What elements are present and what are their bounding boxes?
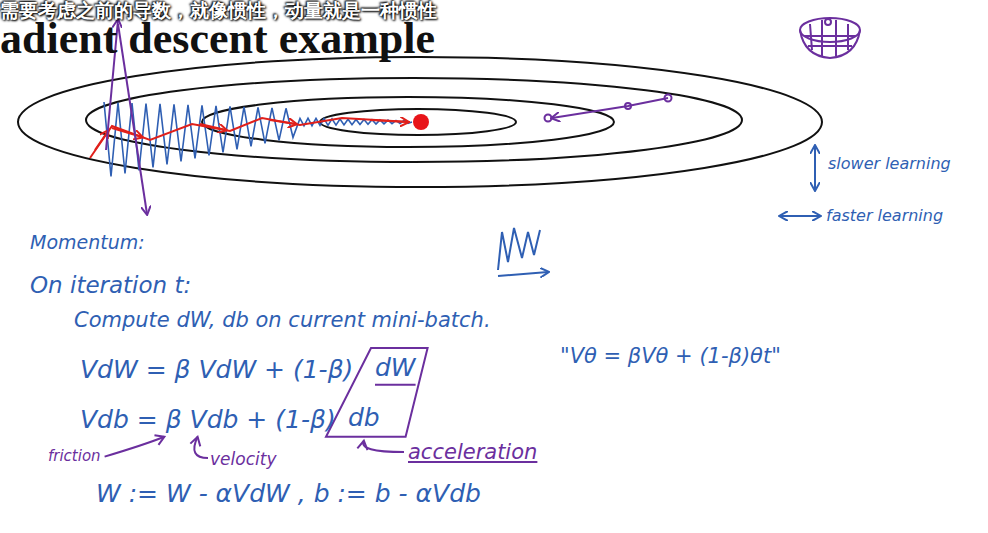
annotation-text: velocity (210, 450, 276, 470)
gradient-underline (375, 384, 416, 386)
oscillation-sketch (498, 228, 548, 276)
step-text: Compute dW, db on current mini-batch. (74, 308, 491, 332)
gradient-term: dW (375, 354, 416, 383)
friction-arrowhead (154, 435, 164, 444)
slide-title: adient descent example (0, 14, 435, 65)
velocity-leader (194, 437, 208, 458)
gradient-term: db (348, 404, 380, 433)
formula-text: Vdb = β Vdb + (1-β) (80, 406, 336, 435)
diverging-path (545, 95, 672, 122)
heading-text: On iteration t: (30, 272, 191, 298)
formula-text: VdW = β VdW + (1-β) (80, 356, 353, 385)
acceleration-leader (363, 441, 404, 452)
note-text: faster learning (826, 207, 943, 225)
update-formula: W := W - αVdW , b := b - αVdb (96, 480, 481, 509)
direction-arrows (780, 146, 820, 216)
velocity-arrowhead (190, 437, 200, 447)
heading-text: Momentum: (30, 232, 145, 254)
subtitle-caption: 需要考虑之前的导数，就像惯性，动量就是一种惯性 (0, 0, 437, 22)
acceleration-arrowhead (357, 441, 367, 450)
friction-leader (105, 437, 165, 457)
formula-text: "Vθ = βVθ + (1-β)θt" (560, 344, 781, 368)
annotation-text: friction (48, 448, 101, 465)
annotation-text: acceleration (408, 440, 537, 464)
contour-ellipses (18, 57, 822, 187)
momentum-arrows (95, 120, 408, 150)
bowl-icon (800, 18, 860, 58)
note-text: slower learning (828, 155, 951, 173)
minimum-dot (413, 114, 429, 130)
